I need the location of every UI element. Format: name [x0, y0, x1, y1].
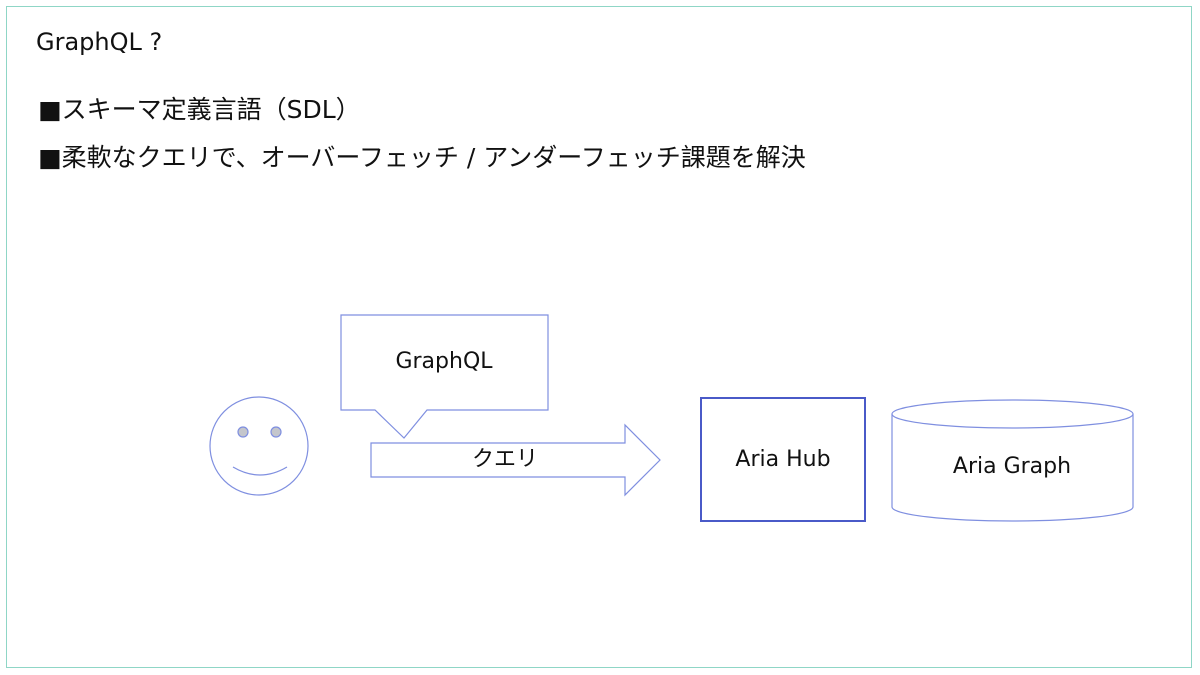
bullet-sdl: ■スキーマ定義言語（SDL） — [38, 95, 361, 124]
aria-graph-database: Aria Graph — [891, 399, 1134, 522]
bullet-flexible-query: ■柔軟なクエリで、オーバーフェッチ / アンダーフェッチ課題を解決 — [38, 143, 806, 172]
callout-label: GraphQL — [395, 349, 493, 374]
smiley-face-icon — [209, 396, 309, 496]
graphql-callout: GraphQL — [340, 314, 549, 439]
database-label: Aria Graph — [953, 454, 1071, 479]
hub-label: Aria Hub — [735, 447, 830, 472]
query-arrow: クエリ — [370, 423, 661, 497]
slide-title: GraphQL ? — [36, 28, 163, 56]
aria-hub-box: Aria Hub — [700, 397, 866, 522]
slide-frame — [6, 6, 1192, 668]
arrow-label: クエリ — [472, 447, 538, 472]
